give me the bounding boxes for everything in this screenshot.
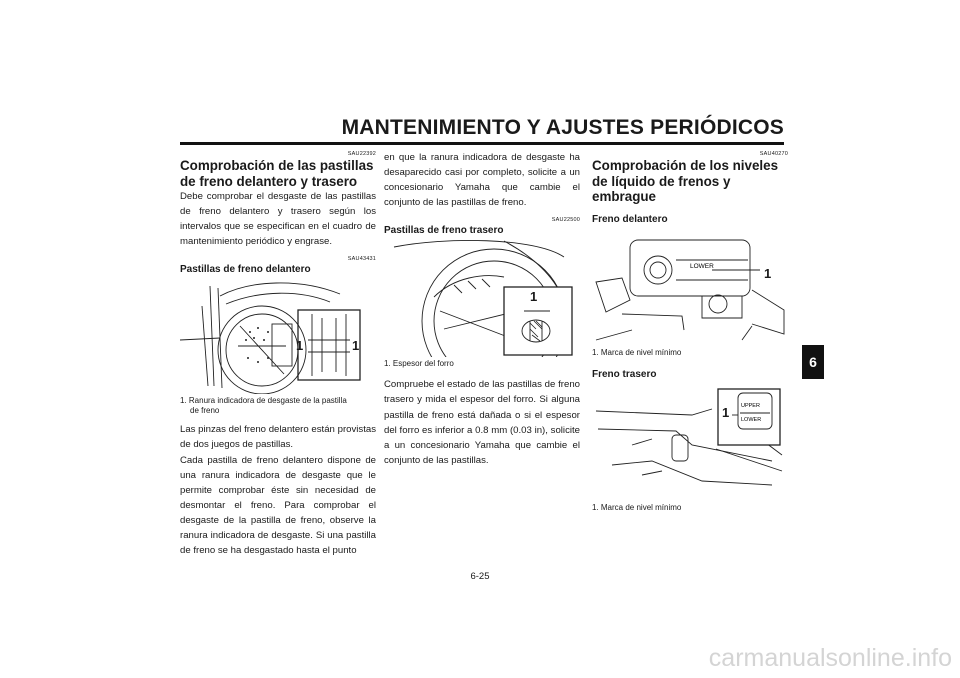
intro-paragraph: Debe comprobar el desgaste de las pastil…	[180, 191, 376, 248]
front-reservoir-illustration: LOWER	[595, 239, 785, 340]
lower-mark-text: LOWER	[690, 263, 714, 270]
page-title: MANTENIMIENTO Y AJUSTES PERIÓDICOS	[341, 116, 784, 139]
column-3: SAU40270 Comprobación de los niveles de …	[592, 150, 788, 513]
figure-label: 1	[296, 338, 304, 354]
rear-reservoir-illustration: UPPER LOWER	[595, 387, 783, 485]
caption-line: de freno	[190, 406, 220, 416]
column-2: en que la ranura indicadora de desgaste …	[384, 150, 580, 468]
subsection-title: Freno trasero	[592, 368, 657, 380]
paragraph: Compruebe el estado de las pastillas de …	[384, 379, 580, 466]
figure-caption: 1. Ranura indicadora de desgaste de la p…	[180, 396, 376, 416]
figure-caption: 1. Espesor del forro	[384, 359, 454, 369]
paragraph: Las pinzas del freno delantero están pro…	[180, 424, 376, 451]
section-title: Comprobación de los niveles de líquido d…	[592, 158, 779, 204]
paragraph: en que la ranura indicadora de desgaste …	[384, 152, 580, 209]
figure-caption: 1. Marca de nivel mínimo	[592, 347, 682, 357]
lower-mark-text: LOWER	[741, 417, 761, 423]
subsection-title: Freno delantero	[592, 213, 668, 225]
upper-mark-text: UPPER	[741, 403, 760, 409]
section-title: Comprobación de las pastillas de freno d…	[180, 158, 374, 189]
section-code: SAU22392	[347, 151, 376, 157]
watermark[interactable]: carmanualsonline.info	[708, 644, 952, 672]
upper-mark-label: UPPER	[741, 403, 760, 409]
rear-reservoir-figure: UPPER LOWER 1	[592, 385, 788, 501]
chapter-tab[interactable]: 6	[802, 345, 824, 379]
front-reservoir-figure: LOWER 1	[592, 230, 788, 346]
front-brake-illustration	[180, 282, 361, 395]
section-code: SAU43431	[347, 256, 376, 263]
front-brake-figure: 1 1	[180, 276, 376, 395]
header-rule	[180, 142, 784, 145]
subsection-title: Pastillas de freno trasero	[384, 225, 504, 237]
figure-label: 1	[722, 404, 730, 420]
rear-brake-figure: 1	[384, 237, 580, 358]
section-code: SAU22500	[551, 217, 580, 224]
lower-mark-label: LOWER	[690, 263, 714, 270]
paragraph: Cada pastilla de freno delantero dispone…	[180, 454, 376, 557]
figure-label: 1	[530, 289, 538, 305]
caption-line: 1. Ranura indicadora de desgaste de la p…	[180, 396, 347, 406]
figure-caption: 1. Marca de nivel mínimo	[592, 502, 682, 512]
figure-label: 1	[764, 265, 772, 281]
figure-label: 1	[352, 338, 360, 354]
section-code: SAU40270	[759, 151, 788, 157]
subsection-title: Pastillas de freno delantero	[180, 264, 311, 276]
page-number: 6-25	[470, 571, 490, 582]
lower-mark-label: LOWER	[741, 417, 761, 423]
column-1: SAU22392 Comprobación de las pastillas d…	[180, 150, 376, 558]
rear-brake-illustration	[393, 240, 573, 358]
